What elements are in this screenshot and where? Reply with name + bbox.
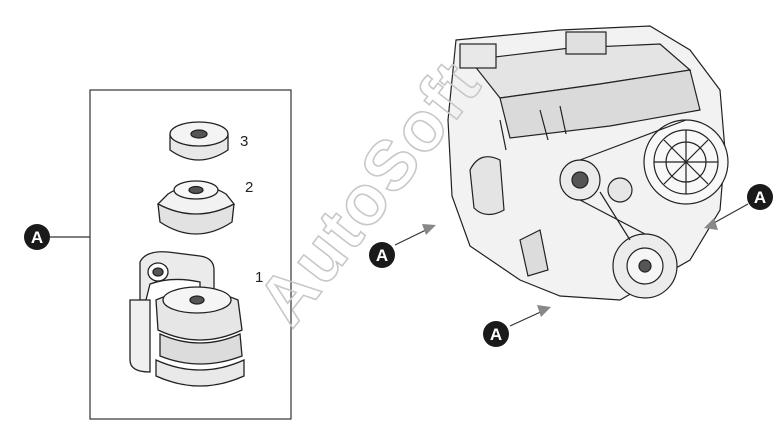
parts-detail-box: [89, 89, 292, 420]
callout-badge-box: A: [24, 224, 50, 250]
callout-label: A: [754, 188, 766, 207]
arrow-left-pointer: [394, 224, 436, 246]
arrow-right-pointer: [704, 203, 749, 230]
part-1-mount-assembly: [129, 251, 245, 387]
part-number-3: 3: [240, 133, 248, 150]
callout-badge-engine-right: A: [747, 184, 773, 210]
part-number-1: 1: [255, 269, 263, 286]
callout-badge-engine-left: A: [369, 242, 395, 268]
part-2-rubber-mount: [156, 180, 235, 235]
callout-badge-engine-bottom: A: [483, 321, 509, 347]
part-3-washer: [169, 121, 229, 161]
part-number-2: 2: [245, 179, 253, 196]
callout-label: A: [31, 228, 43, 247]
callout-label: A: [490, 325, 502, 344]
engine-illustration: [447, 25, 729, 301]
arrow-bottom-pointer: [509, 305, 551, 327]
callout-label: A: [376, 246, 388, 265]
